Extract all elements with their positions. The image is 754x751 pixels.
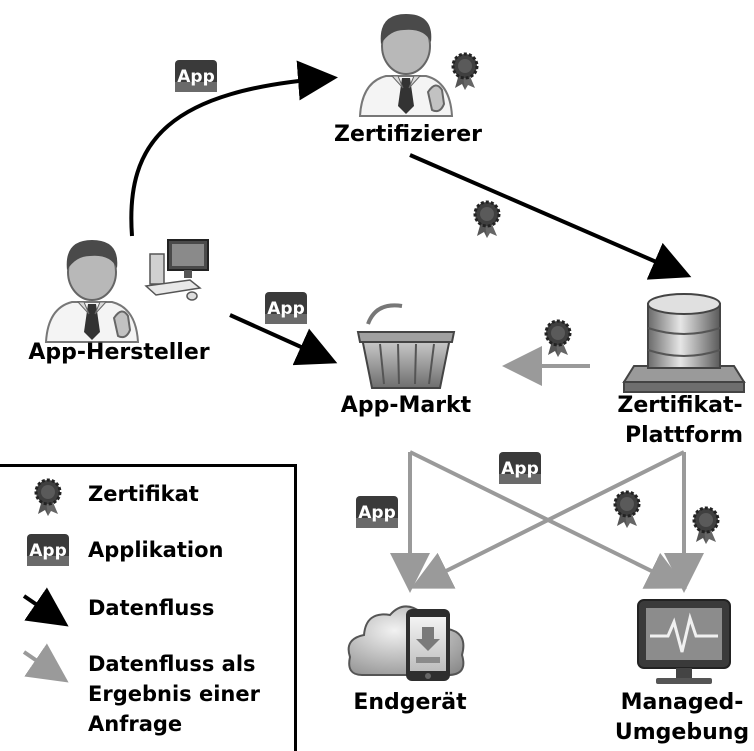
label-platform-line1: Zertifikat- xyxy=(617,393,743,418)
legend-app-badge-icon: App xyxy=(27,534,69,566)
app-badge-top-text: App xyxy=(177,67,215,87)
legend-label-request-line2: Ergebnis einer xyxy=(88,682,260,706)
label-managed-line2: Umgebung xyxy=(614,720,750,745)
label-platform-line2: Plattform xyxy=(624,423,743,448)
app-badge-right-icon: App xyxy=(499,452,541,484)
app-badge-right-text: App xyxy=(501,459,539,479)
app-badge-mid-text: App xyxy=(267,299,305,319)
app-badge-left-text: App xyxy=(358,503,396,523)
legend-label-certificate: Zertifikat xyxy=(88,482,199,506)
device-cloud-phone-icon xyxy=(347,605,465,681)
certificate-platform-icon xyxy=(544,319,572,359)
app-badge-top-icon: App xyxy=(175,60,217,92)
certifier-person-icon xyxy=(359,13,453,117)
certificate-arrow-icon xyxy=(473,200,501,240)
label-market: App-Markt xyxy=(340,393,472,418)
label-managed-line1: Managed- xyxy=(620,690,744,715)
legend-label-dataflow: Datenfluss xyxy=(88,596,215,620)
computer-icon xyxy=(144,239,209,301)
basket-icon xyxy=(356,303,456,389)
database-server-icon xyxy=(622,293,746,393)
legend-request-arrow-icon xyxy=(22,643,69,683)
app-badge-mid-icon: App xyxy=(265,292,307,324)
arrow-manufacturer-to-market xyxy=(229,313,338,366)
arrow-platform-to-device xyxy=(410,450,685,589)
certifier-seal-icon xyxy=(451,52,479,92)
arrow-manufacturer-to-certifier xyxy=(129,60,338,237)
arrow-market-to-managed xyxy=(409,450,688,589)
certificate-device-icon xyxy=(613,490,641,530)
monitor-icon xyxy=(637,599,731,684)
app-badge-left-icon: App xyxy=(356,496,398,528)
arrow-certifier-to-platform xyxy=(409,153,692,280)
legend-box xyxy=(0,464,297,751)
legend-label-application: Applikation xyxy=(88,538,224,562)
legend-app-badge-text: App xyxy=(29,541,67,561)
manufacturer-person-icon xyxy=(45,239,139,343)
label-certifier: Zertifizierer xyxy=(334,122,482,147)
label-device: Endgerät xyxy=(353,690,467,715)
certificate-managed-icon xyxy=(692,506,720,546)
legend-label-request-line1: Datenfluss als xyxy=(88,652,256,676)
legend-dataflow-arrow-icon xyxy=(22,587,69,627)
legend-label-request-line3: Anfrage xyxy=(88,712,183,736)
label-manufacturer: App-Hersteller xyxy=(28,340,210,365)
